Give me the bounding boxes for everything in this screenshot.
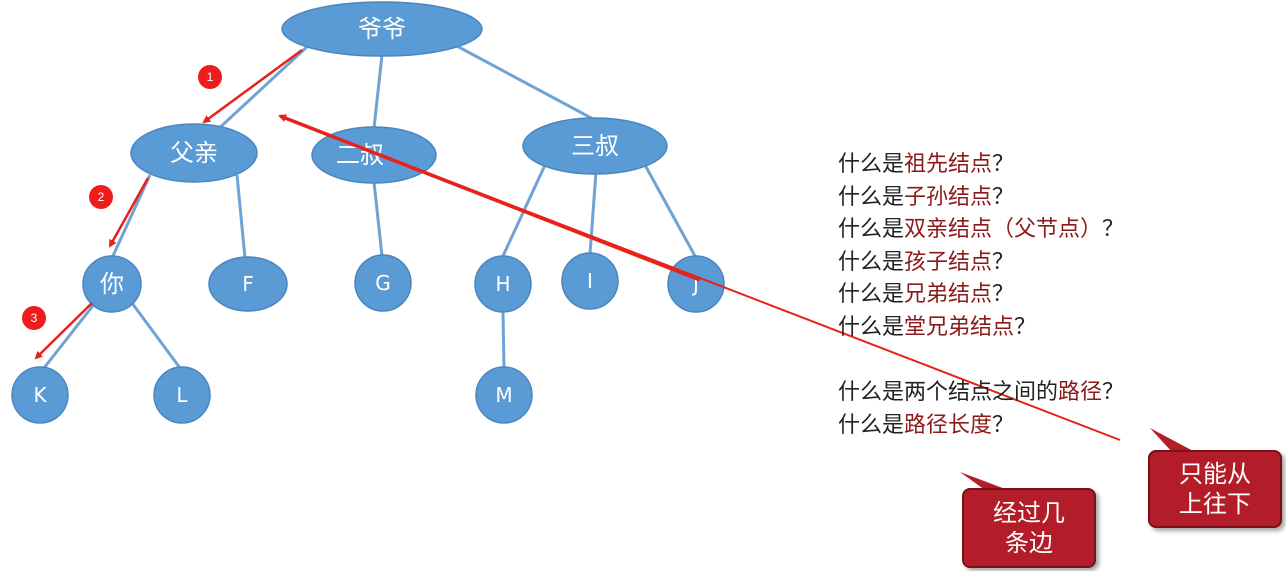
step-badges: 1 2 3 — [22, 65, 222, 330]
edge-grandpa-uncle2 — [372, 54, 384, 129]
node-f: F — [208, 256, 288, 312]
node-uncle3-label: 三叔 — [571, 132, 619, 160]
edge-grandpa-uncle3 — [454, 43, 596, 122]
question-descendant: 什么是子孙结点？ — [838, 184, 1015, 210]
badge-1-label: 1 — [207, 70, 214, 84]
edge-father-you — [110, 174, 152, 259]
callout-edges: 经过几 条边 — [962, 488, 1096, 568]
node-g: G — [354, 254, 412, 312]
badge-2-label: 2 — [98, 190, 105, 204]
badge-3-label: 3 — [31, 311, 38, 325]
callout-direction-line1: 只能从 — [1179, 460, 1251, 488]
node-f-label: F — [242, 272, 254, 296]
callout-edges-line2: 条边 — [1005, 529, 1053, 557]
node-h-label: H — [495, 272, 510, 296]
node-you-label: 你 — [100, 270, 124, 298]
node-h: H — [474, 255, 532, 313]
node-grandpa: 爷爷 — [281, 1, 483, 57]
node-uncle3: 三叔 — [522, 117, 668, 175]
edge-you-k — [42, 302, 97, 369]
node-k-label: K — [33, 383, 47, 407]
node-l-label: L — [176, 383, 188, 407]
path-arrows — [34, 48, 1121, 441]
question-sibling: 什么是兄弟结点？ — [838, 282, 1015, 308]
arrow-grandpa-to-father — [202, 48, 303, 124]
node-m: M — [475, 366, 533, 424]
callout-direction: 只能从 上往下 — [1148, 450, 1282, 528]
question-gap — [838, 345, 1124, 378]
node-grandpa-label: 爷爷 — [358, 15, 406, 43]
callout-tail-edges — [960, 472, 1008, 490]
node-you: 你 — [82, 255, 142, 313]
node-i: I — [561, 252, 619, 310]
edge-you-l — [130, 302, 182, 369]
callout-edges-line1: 经过几 — [993, 499, 1065, 527]
callout-tail-direction — [1150, 428, 1195, 452]
question-child: 什么是孩子结点？ — [838, 249, 1015, 275]
question-ancestor: 什么是祖先结点？ — [838, 152, 1015, 177]
node-i-label: I — [587, 269, 593, 293]
badge-1: 1 — [198, 65, 222, 89]
tree-nodes: 爷爷 父亲 二叔 三叔 你 F G H — [11, 1, 725, 424]
arrow-pointer-thick — [279, 114, 701, 282]
badge-3: 3 — [22, 306, 46, 330]
tree-edges — [42, 42, 697, 369]
node-j-label: J — [691, 272, 699, 296]
question-path-length: 什么是路径长度？ — [838, 412, 1015, 438]
node-m-label: M — [495, 383, 512, 407]
question-path: 什么是两个结点之间的路径？ — [838, 380, 1125, 406]
arrow-you-to-k — [34, 302, 93, 360]
edge-uncle3-i — [588, 171, 598, 255]
node-k: K — [11, 366, 69, 424]
badge-2: 2 — [89, 185, 113, 209]
question-cousin: 什么是堂兄弟结点？ — [838, 314, 1037, 340]
node-l: L — [153, 366, 211, 424]
edge-father-f — [235, 174, 247, 259]
edge-grandpa-father — [213, 42, 312, 134]
node-father: 父亲 — [130, 123, 258, 183]
edge-uncle2-g — [372, 181, 384, 257]
question-list: 什么是祖先结点？ 什么是子孙结点？ 什么是双亲结点（父节点）？ 什么是孩子结点？… — [838, 149, 1124, 442]
callout-direction-line2: 上往下 — [1179, 490, 1251, 518]
edge-uncle3-j — [643, 164, 697, 257]
arrow-father-to-you — [108, 177, 150, 248]
node-father-label: 父亲 — [170, 139, 218, 167]
edge-h-m — [501, 311, 506, 369]
node-g-label: G — [375, 271, 391, 295]
question-parent: 什么是双亲结点（父节点）？ — [838, 217, 1125, 243]
